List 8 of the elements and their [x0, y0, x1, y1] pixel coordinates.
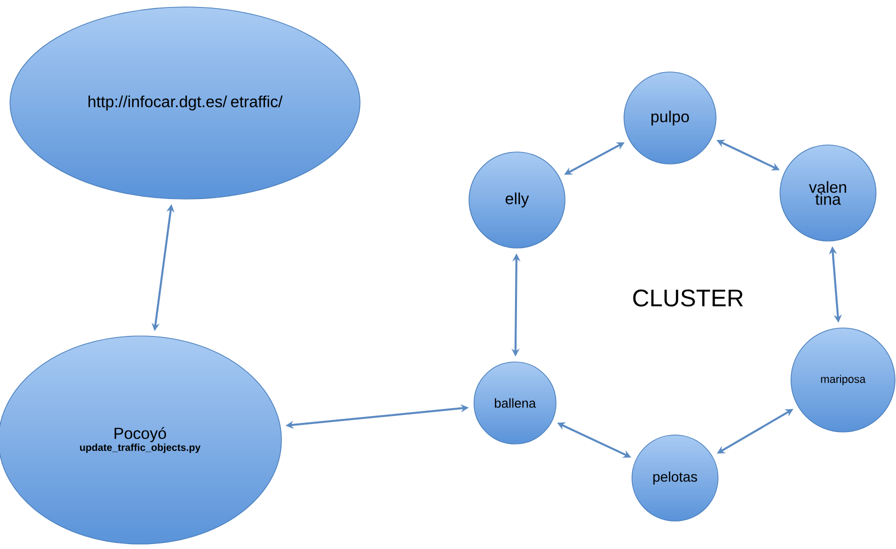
- circle-node: ballena: [474, 362, 556, 444]
- circle-node: mariposa: [790, 328, 896, 432]
- ellipse-node: http://infocar.dgt.es/ etraffic/: [10, 6, 360, 200]
- cluster-label: CLUSTER: [633, 290, 743, 306]
- circle-node: valen tina: [780, 144, 876, 242]
- circle-node: pelotas: [632, 434, 718, 522]
- circle-node: pulpo: [624, 72, 716, 164]
- circle-node: elly: [468, 152, 566, 248]
